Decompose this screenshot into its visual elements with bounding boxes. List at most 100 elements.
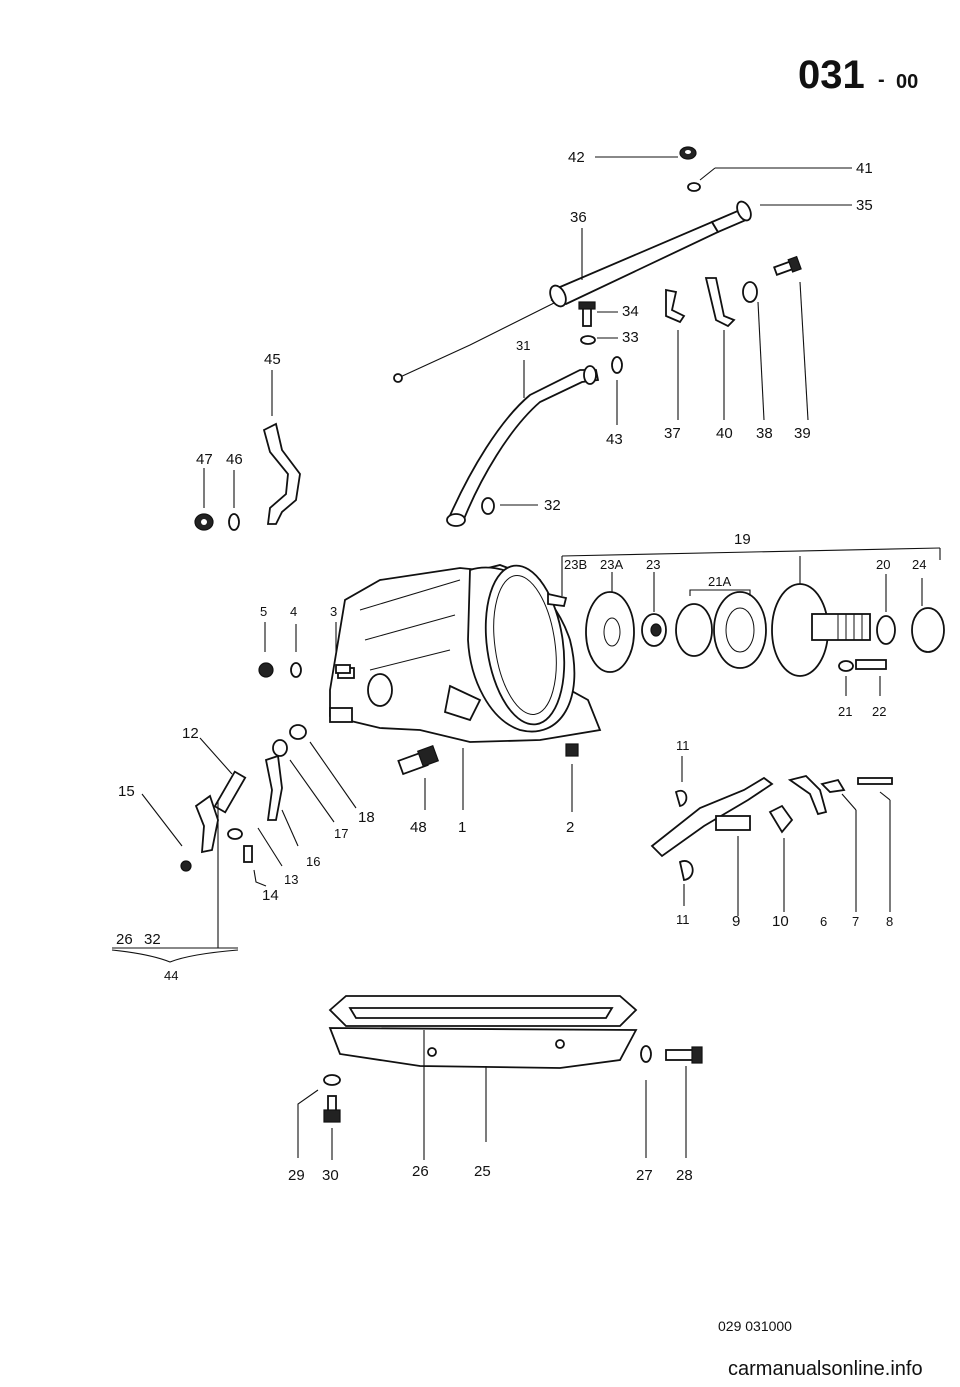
washer-27-icon <box>640 1045 652 1063</box>
callout-48: 48 <box>410 819 427 836</box>
washer-38-icon <box>742 281 758 303</box>
circlip-11a-icon <box>674 789 688 808</box>
callout-23: 23 <box>646 557 660 572</box>
pawl-6-icon <box>787 775 828 816</box>
bracket-40-icon <box>704 277 736 328</box>
callout-38: 38 <box>756 425 773 442</box>
sender-48 <box>397 744 440 810</box>
page-code-dash: - <box>878 69 885 91</box>
washer-21-icon <box>838 660 854 672</box>
callout-30: 30 <box>322 1167 339 1184</box>
bolt-14-icon <box>243 845 253 863</box>
callout-41: 41 <box>856 160 873 177</box>
parking-linkage-group <box>650 756 893 916</box>
washer-13-icon <box>227 828 243 840</box>
callout-40: 40 <box>716 425 733 442</box>
filler-tube-31 <box>446 369 600 526</box>
callout-34: 34 <box>622 303 639 320</box>
circlip-11b-icon <box>678 860 694 882</box>
clip-37-icon <box>665 288 686 324</box>
callout-12: 12 <box>182 725 199 742</box>
drawing-reference-number: 029 031000 <box>718 1318 792 1334</box>
bracket-group-45 <box>194 370 301 531</box>
washer-17-icon <box>272 739 288 757</box>
callout-27: 27 <box>636 1167 653 1184</box>
callout-15: 15 <box>118 783 135 800</box>
spring-washer-4-icon <box>290 662 302 678</box>
callout-45: 45 <box>264 351 281 368</box>
callout-22: 22 <box>872 704 886 719</box>
callout-43: 43 <box>606 431 623 448</box>
callout-11-top: 11 <box>676 738 690 753</box>
callout-36: 36 <box>570 209 587 226</box>
callout-46: 46 <box>226 451 243 468</box>
callout-42: 42 <box>568 149 585 166</box>
bracket-45 <box>262 422 301 525</box>
callout-31: 31 <box>516 338 530 353</box>
callout-14: 14 <box>262 887 279 904</box>
callout-13: 13 <box>284 872 298 887</box>
callout-8: 8 <box>886 914 893 929</box>
dipstick-tube <box>550 220 720 305</box>
callout-33: 33 <box>622 329 639 346</box>
callout-6: 6 <box>820 914 827 929</box>
transmission-housing <box>329 564 602 743</box>
plug-2-icon <box>565 743 579 757</box>
lever-15 <box>194 794 219 854</box>
callout-11-bottom: 11 <box>676 912 690 927</box>
dipstick-handle-icon <box>393 373 403 383</box>
callout-47: 47 <box>196 451 213 468</box>
callout-32: 32 <box>544 497 561 514</box>
callout-39: 39 <box>794 425 811 442</box>
callout-17: 17 <box>334 826 348 841</box>
seal-32-icon <box>481 497 495 515</box>
washer-29-icon <box>323 1074 341 1086</box>
bolt-23B-icon <box>547 592 568 607</box>
pin-8-icon <box>857 777 893 785</box>
nut-18-icon <box>289 724 307 740</box>
callout-32-group: 32 <box>144 931 161 948</box>
callout-37: 37 <box>664 425 681 442</box>
pawl-10-icon <box>768 804 794 834</box>
o-ring-20-icon <box>876 615 896 645</box>
oil-pump-group <box>561 547 945 696</box>
callout-35: 35 <box>856 197 873 214</box>
callout-9: 9 <box>732 913 740 930</box>
callout-26-group: 26 <box>116 931 133 948</box>
watermark-text: carmanualsonline.info <box>728 1358 923 1380</box>
callout-7: 7 <box>852 914 859 929</box>
callout-10: 10 <box>772 913 789 930</box>
stud-3-icon <box>335 664 351 674</box>
callout-19: 19 <box>734 531 751 548</box>
callout-4: 4 <box>290 604 297 619</box>
callout-23A: 23A <box>600 557 623 572</box>
selector-lever-group <box>111 724 357 963</box>
page-code-main: 031 <box>798 53 865 97</box>
callout-16: 16 <box>306 854 320 869</box>
pump-gear-outer <box>713 591 767 669</box>
callout-29: 29 <box>288 1167 305 1184</box>
bolt-22-icon <box>855 659 887 670</box>
callout-21A: 21A <box>708 574 731 589</box>
page-code-sub: 00 <box>896 71 918 93</box>
seal-24-icon <box>911 607 945 653</box>
parking-lever-9 <box>650 776 774 858</box>
bushing-9 <box>715 815 751 831</box>
seal-43-icon <box>611 356 623 374</box>
o-ring-41-icon <box>687 182 701 192</box>
callout-21: 21 <box>838 704 852 719</box>
lever-16 <box>264 754 283 821</box>
nut-5-icon <box>258 662 274 678</box>
callout-44: 44 <box>164 968 178 983</box>
callout-26: 26 <box>412 1163 429 1180</box>
pump-gear-inner <box>675 603 713 657</box>
callout-28: 28 <box>676 1167 693 1184</box>
callout-20: 20 <box>876 557 890 572</box>
dipstick-assembly <box>393 146 852 527</box>
callout-labels: 42 41 35 36 34 33 31 45 43 37 40 38 39 4… <box>116 149 926 1184</box>
washer-33-icon <box>580 335 596 345</box>
callout-5: 5 <box>260 604 267 619</box>
callout-3: 3 <box>330 604 337 619</box>
nut-15-icon <box>180 860 192 872</box>
